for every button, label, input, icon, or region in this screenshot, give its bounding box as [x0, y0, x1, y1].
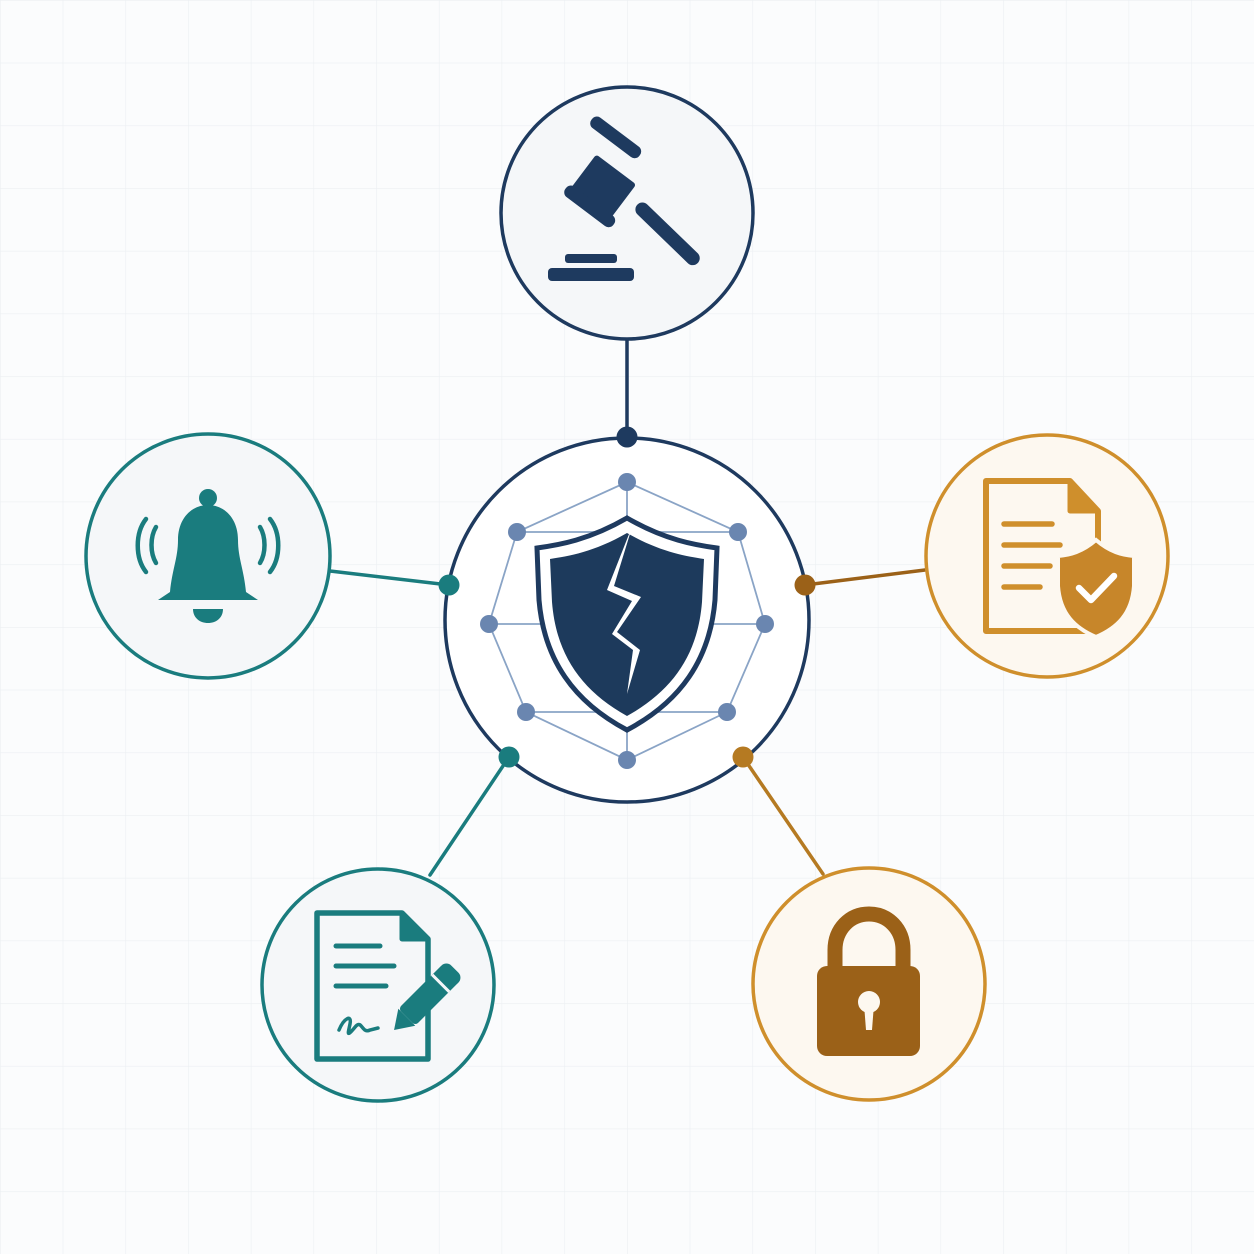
- connectors: [328, 338, 927, 877]
- network-node: [508, 523, 526, 541]
- shield-body: [550, 533, 704, 716]
- connector-lock: [741, 755, 825, 876]
- document-shield-check-icon: [983, 478, 1136, 640]
- node-contract[interactable]: [260, 867, 496, 1103]
- alarm-bell-icon: [135, 489, 281, 623]
- anchor-dot-doc-shield: [794, 574, 816, 596]
- network-node: [618, 751, 636, 769]
- node-doc-shield[interactable]: [924, 433, 1170, 679]
- gavel-icon: [548, 116, 700, 281]
- anchor-dot-lock: [732, 746, 754, 768]
- anchor-dot-contract: [498, 746, 520, 768]
- connector-bell: [328, 569, 451, 587]
- pen-icon: [394, 963, 461, 1030]
- network-node: [517, 703, 535, 721]
- network-node: [756, 615, 774, 633]
- node-bell[interactable]: [84, 432, 332, 680]
- hub-node: [438, 426, 816, 804]
- padlock-icon: [817, 906, 920, 1056]
- network-nodes: [480, 473, 774, 769]
- hub-anchor-dots: [438, 426, 816, 768]
- network-node: [480, 615, 498, 633]
- connector-contract: [428, 755, 511, 877]
- node-gavel[interactable]: [499, 85, 755, 341]
- network-node: [618, 473, 636, 491]
- node-gavel-ring: [499, 85, 755, 341]
- network-node: [718, 703, 736, 721]
- signed-contract-icon: [314, 910, 461, 1062]
- anchor-dot-gavel: [616, 426, 638, 448]
- connector-doc-shield: [803, 568, 927, 587]
- node-lock[interactable]: [751, 866, 987, 1102]
- anchor-dot-bell: [438, 574, 460, 596]
- broken-shield-icon: [534, 515, 720, 733]
- network-node: [729, 523, 747, 541]
